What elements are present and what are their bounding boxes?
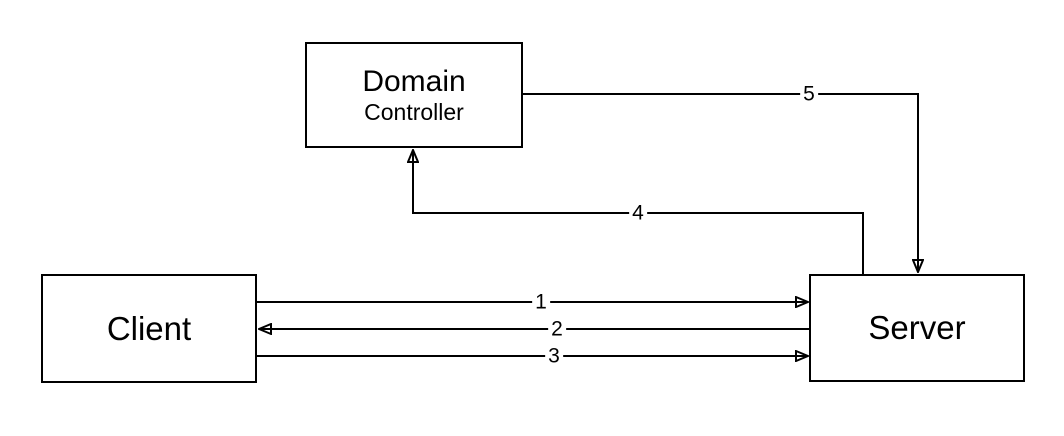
server-label: Server bbox=[868, 309, 966, 347]
arrow-label-5: 5 bbox=[800, 83, 818, 105]
arrow-label-2: 2 bbox=[548, 318, 566, 340]
client-label: Client bbox=[106, 309, 192, 347]
arrow-label-1: 1 bbox=[532, 291, 550, 313]
domain-controller-label-line2: Controller bbox=[364, 99, 464, 126]
arrow-5-domain-controller-to-server bbox=[523, 93, 918, 272]
arrow-label-3: 3 bbox=[545, 345, 563, 367]
node-server[interactable]: Server bbox=[809, 274, 1025, 382]
arrow-label-4: 4 bbox=[629, 202, 647, 224]
domain-controller-label-line1: Domain bbox=[362, 64, 466, 98]
node-client[interactable]: Client bbox=[41, 274, 257, 383]
node-domain-controller[interactable]: Domain Controller bbox=[305, 42, 523, 148]
